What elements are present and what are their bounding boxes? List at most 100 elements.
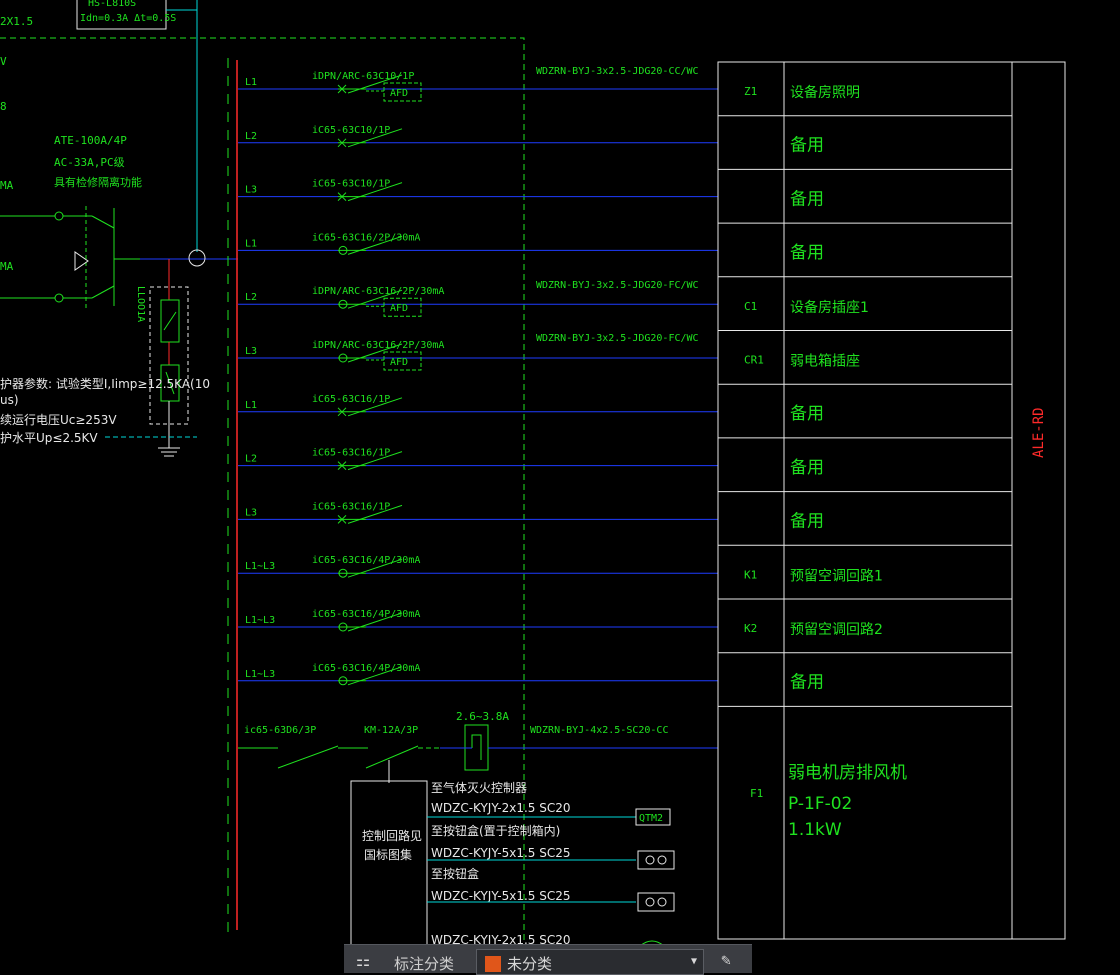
breaker-label: iC65-63C16/4P/30mA <box>312 609 420 620</box>
rcd-icon <box>338 353 348 363</box>
afd-box <box>383 82 422 102</box>
category-select[interactable]: 未分类 ▼ <box>476 949 704 975</box>
circuit-row: L1~L3 iC65-63C16/4P/30mA <box>238 609 718 632</box>
left-fragment-text: 2X1.5 <box>0 15 33 28</box>
table-row: 备用 <box>718 243 1012 278</box>
cable-spec-c5: WDZRN-BYJ-3x2.5-JDG20-FC/WC <box>536 280 699 291</box>
circuit-row: L2 iDPN/ARC-63C16/2P/30mA AFD <box>238 286 718 317</box>
breaker-label: iDPN/ARC-63C16/2P/30mA <box>312 286 444 297</box>
left-ma1-text: MA <box>0 179 14 192</box>
cable-spec-c1: WDZRN-BYJ-3x2.5-JDG20-CC/WC <box>536 66 699 77</box>
ats-feature: 具有检修隔离功能 <box>54 175 142 189</box>
breaker-label: iC65-63C16/1P <box>312 448 390 459</box>
control-r4-cable: WDZC-KYJY-2x1.5 SC20 <box>431 933 570 947</box>
phase-label: L3 <box>245 507 257 518</box>
qtm2-device-label: QTM2 <box>639 813 663 824</box>
circuit-code: Z1 <box>744 85 757 98</box>
control-reference-box <box>350 780 428 947</box>
circuit-row: L3 iC65-63C16/1P <box>238 501 718 524</box>
phase-label: L2 <box>245 454 257 465</box>
top-breaker-line2: Idn=0.3A Δt=0.5S <box>80 13 176 24</box>
table-row: 备用 <box>718 512 1012 546</box>
circuit-desc: 备用 <box>790 136 824 156</box>
control-r3-label: 至按钮盒 <box>431 866 479 881</box>
breaker-label: iC65-63C16/4P/30mA <box>312 663 420 674</box>
control-box-line2: 国标图集 <box>364 847 412 862</box>
circuit-desc: 预留空调回路1 <box>790 568 883 584</box>
circuit-row: L2 iC65-63C16/1P <box>238 448 718 471</box>
category-color-swatch <box>485 956 501 972</box>
phase-label: L2 <box>245 292 257 303</box>
phase-label: L1 <box>245 400 257 411</box>
breaker-label: iC65-63C10/1P <box>312 125 390 136</box>
left-ma2-text: MA <box>0 260 14 273</box>
breaker-label: iC65-63C16/1P <box>312 501 390 512</box>
control-r2-cable: WDZC-KYJY-5x1.5 SC25 <box>431 846 570 860</box>
control-r3-cable: WDZC-KYJY-5x1.5 SC25 <box>431 889 570 903</box>
control-box-line1: 控制回路见 <box>362 828 422 843</box>
chevron-down-icon: ▼ <box>690 956 697 967</box>
circuit-desc: 备用 <box>790 189 824 209</box>
spd-note-4: 护水平Up≤2.5KV <box>0 431 98 445</box>
circuit-table <box>717 61 1066 940</box>
breaker-label: iC65-63C10/1P <box>312 179 390 190</box>
afd-box <box>383 297 422 317</box>
afd-box <box>383 351 422 371</box>
circuit-desc: 备用 <box>790 673 824 693</box>
annotation-toolbar: ⚏ 标注分类 未分类 ▼ ✎ <box>344 944 752 975</box>
left-v-text: V <box>0 55 7 68</box>
circuit-desc: 备用 <box>790 458 824 478</box>
afd-label: AFD <box>390 357 408 368</box>
motor-overload-label: 2.6~3.8A <box>456 710 509 723</box>
top-breaker-line1: HS-L810S <box>88 0 136 9</box>
circuit-desc: 备用 <box>790 404 824 424</box>
phase-label: L1 <box>245 77 257 88</box>
table-row: 备用 <box>718 673 1012 707</box>
circuit-desc: 预留空调回路2 <box>790 622 883 638</box>
afd-label: AFD <box>390 303 408 314</box>
phase-label: L3 <box>245 346 257 357</box>
panel-enclosure-dashed <box>0 37 525 940</box>
rcd-icon <box>338 622 348 632</box>
ats-triangle-icon <box>74 251 89 271</box>
table-row: 备用 <box>718 404 1012 439</box>
button-box-2 <box>637 892 675 912</box>
control-r2-label: 至按钮盒(置于控制箱内) <box>431 823 560 838</box>
circuit-desc: 设备房插座1 <box>790 299 869 316</box>
category-grid-icon[interactable]: ⚏ <box>355 951 371 970</box>
category-select-value: 未分类 <box>507 955 553 973</box>
phase-label: L1~L3 <box>245 561 275 572</box>
table-row: 备用 <box>718 189 1012 224</box>
spd-label: LLOO1A <box>135 286 146 322</box>
table-row: 备用 <box>718 136 1012 170</box>
circuit-row: L3 iC65-63C10/1P <box>238 179 718 202</box>
phase-label: L3 <box>245 185 257 196</box>
circuit-row: L3 iDPN/ARC-63C16/2P/30mA AFD <box>238 340 718 371</box>
motor-breaker-label: ic65-63D6/3P <box>244 725 316 736</box>
breaker-label: iC65-63C16/2P/30mA <box>312 232 420 243</box>
circuit-rows: L1iDPN/ARC-63C10/1PAFDL2iC65-63C10/1PL3i… <box>238 71 718 686</box>
circuit-row: L1 iC65-63C16/2P/30mA <box>238 232 718 255</box>
spd-note-2: us) <box>0 393 19 407</box>
left-8-text: 8 <box>0 100 7 113</box>
breaker-label: iDPN/ARC-63C10/1P <box>312 71 414 82</box>
motor-desc-1: 弱电机房排风机 <box>788 763 907 783</box>
rcd-icon <box>338 299 348 309</box>
phase-label: L1 <box>245 238 257 249</box>
edit-icon[interactable]: ✎ <box>721 950 731 969</box>
circuit-code: CR1 <box>744 354 764 367</box>
phase-label: L1~L3 <box>245 615 275 626</box>
breaker-label: iDPN/ARC-63C16/2P/30mA <box>312 340 444 351</box>
motor-cable-spec: WDZRN-BYJ-4x2.5-SC20-CC <box>530 725 668 736</box>
spd-note-1: 护器参数: 试验类型I,Iimp≥12.5KA(10 <box>0 376 210 391</box>
circuit-code: K1 <box>744 568 757 581</box>
toolbar-label: 标注分类 <box>394 955 455 973</box>
cable-spec-c6: WDZRN-BYJ-3x2.5-JDG20-FC/WC <box>536 333 699 344</box>
